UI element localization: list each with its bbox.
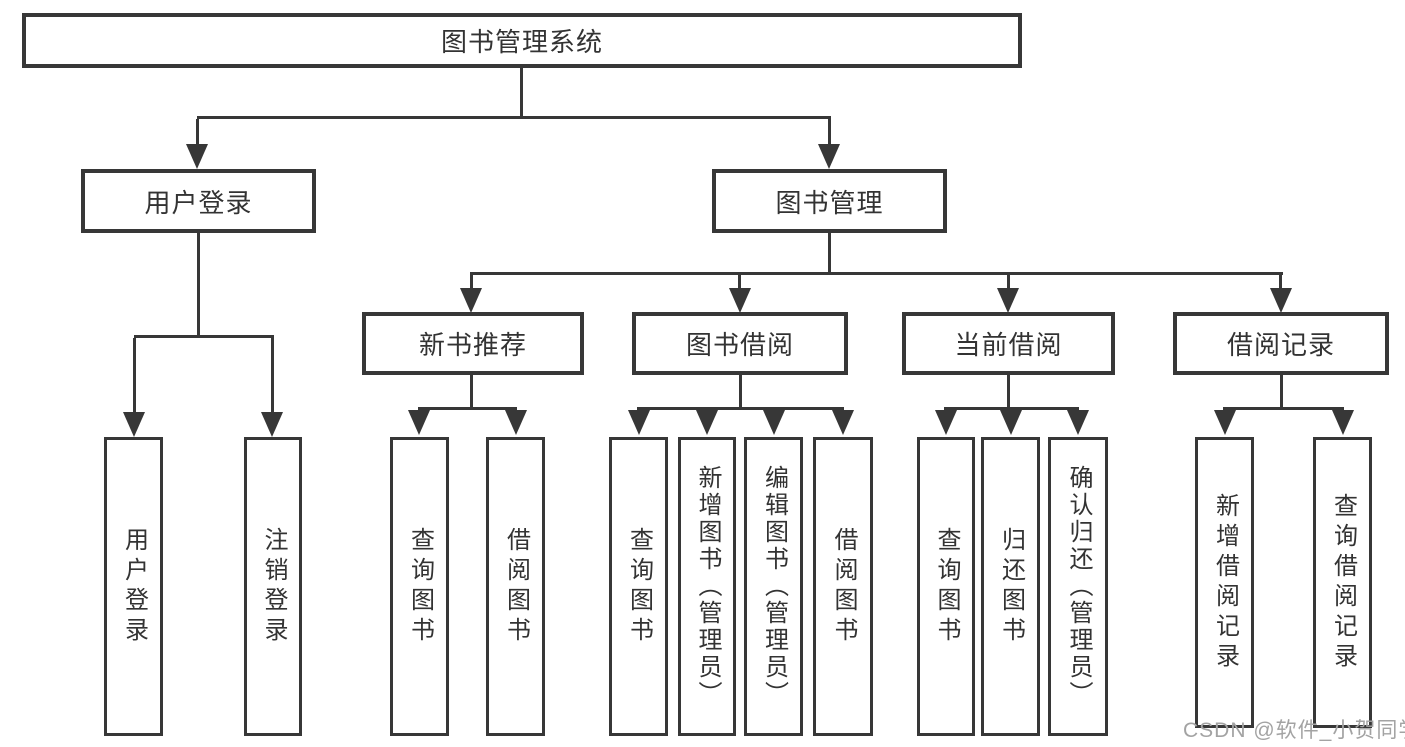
connector-line bbox=[738, 275, 741, 289]
node-borrowing-records-label: 借阅记录 bbox=[1226, 330, 1335, 360]
node-leaf-query-borrow-record: 查询借阅记录 bbox=[1313, 437, 1372, 728]
arrowhead bbox=[408, 410, 430, 435]
arrowhead bbox=[460, 288, 482, 313]
node-book-management: 图书管理 bbox=[712, 169, 947, 233]
connector-line bbox=[1007, 275, 1010, 289]
arrowhead bbox=[1000, 410, 1022, 435]
connector-line bbox=[418, 407, 517, 410]
connector-line bbox=[1280, 375, 1283, 407]
node-root: 图书管理系统 bbox=[22, 13, 1022, 68]
node-leaf-add-borrow-record: 新增借阅记录 bbox=[1195, 437, 1254, 728]
connector-line bbox=[520, 68, 523, 119]
node-leaf-query-books-current: 查询图书 bbox=[917, 437, 975, 736]
connector-line bbox=[1007, 375, 1010, 407]
node-leaf-confirm-return-admin-label: 确认归还（管理员） bbox=[1065, 465, 1092, 708]
connector-line bbox=[1223, 407, 1344, 410]
connector-line bbox=[470, 375, 473, 407]
node-leaf-borrow-books-recommend: 借阅图书 bbox=[486, 437, 545, 736]
node-root-label: 图书管理系统 bbox=[440, 27, 603, 57]
connector-line bbox=[470, 272, 1283, 275]
node-leaf-query-borrow-record-label: 查询借阅记录 bbox=[1329, 492, 1357, 673]
arrowhead bbox=[261, 412, 283, 437]
arrowhead bbox=[935, 410, 957, 435]
node-current-borrowing: 当前借阅 bbox=[902, 312, 1115, 375]
node-leaf-user-login: 用户登录 bbox=[104, 437, 163, 736]
arrowhead bbox=[696, 410, 718, 435]
node-leaf-query-books-borrowing-label: 查询图书 bbox=[625, 526, 653, 647]
node-leaf-borrow-books-recommend-label: 借阅图书 bbox=[502, 526, 530, 647]
node-leaf-return-book-label: 归还图书 bbox=[997, 526, 1025, 647]
node-user-login: 用户登录 bbox=[81, 169, 316, 233]
node-new-book-recommendation-label: 新书推荐 bbox=[418, 330, 527, 360]
arrowhead bbox=[628, 410, 650, 435]
arrowhead bbox=[1332, 410, 1354, 435]
node-new-book-recommendation: 新书推荐 bbox=[362, 312, 584, 375]
node-leaf-query-books-recommend-label: 查询图书 bbox=[406, 526, 434, 647]
node-leaf-query-books-recommend: 查询图书 bbox=[390, 437, 449, 736]
node-book-borrowing: 图书借阅 bbox=[632, 312, 848, 375]
node-leaf-confirm-return-admin: 确认归还（管理员） bbox=[1048, 437, 1108, 736]
arrowhead bbox=[123, 412, 145, 437]
connector-line bbox=[470, 275, 473, 289]
node-leaf-user-login-label: 用户登录 bbox=[120, 526, 148, 647]
connector-line bbox=[637, 407, 844, 410]
connector-line bbox=[828, 119, 831, 146]
connector-line bbox=[196, 119, 199, 146]
node-current-borrowing-label: 当前借阅 bbox=[954, 330, 1063, 360]
node-leaf-borrow-books-borrowing-label: 借阅图书 bbox=[830, 526, 857, 647]
arrowhead bbox=[729, 288, 751, 313]
node-leaf-return-book: 归还图书 bbox=[981, 437, 1040, 736]
connector-line bbox=[828, 233, 831, 275]
arrowhead bbox=[1270, 288, 1292, 313]
node-leaf-add-book-admin-label: 新增图书（管理员） bbox=[694, 465, 721, 708]
arrowhead bbox=[1067, 410, 1089, 435]
node-leaf-edit-book-admin-label: 编辑图书（管理员） bbox=[760, 465, 788, 708]
node-leaf-logout-label: 注销登录 bbox=[260, 526, 287, 647]
node-leaf-query-books-borrowing: 查询图书 bbox=[609, 437, 668, 736]
node-borrowing-records: 借阅记录 bbox=[1173, 312, 1389, 375]
node-user-login-label: 用户登录 bbox=[144, 187, 253, 218]
node-leaf-edit-book-admin: 编辑图书（管理员） bbox=[744, 437, 803, 736]
connector-line bbox=[739, 375, 742, 407]
connector-line bbox=[271, 338, 274, 413]
arrowhead bbox=[763, 410, 785, 435]
connector-line bbox=[134, 335, 274, 338]
connector-line bbox=[197, 116, 831, 119]
connector-line bbox=[1279, 275, 1282, 289]
connector-line bbox=[944, 407, 1079, 410]
arrowhead bbox=[186, 144, 208, 169]
node-leaf-add-borrow-record-label: 新增借阅记录 bbox=[1211, 492, 1239, 673]
node-leaf-logout: 注销登录 bbox=[244, 437, 302, 736]
arrowhead bbox=[818, 144, 840, 169]
csdn-watermark: CSDN @软件_小贺同学 bbox=[1183, 719, 1405, 742]
arrowhead bbox=[505, 410, 527, 435]
arrowhead bbox=[997, 288, 1019, 313]
connector-line bbox=[197, 233, 200, 338]
node-book-management-label: 图书管理 bbox=[775, 187, 884, 218]
node-leaf-add-book-admin: 新增图书（管理员） bbox=[678, 437, 736, 736]
arrowhead bbox=[832, 410, 854, 435]
connector-line bbox=[133, 338, 136, 413]
node-leaf-query-books-current-label: 查询图书 bbox=[933, 526, 960, 647]
node-leaf-borrow-books-borrowing: 借阅图书 bbox=[813, 437, 873, 736]
arrowhead bbox=[1214, 410, 1236, 435]
node-book-borrowing-label: 图书借阅 bbox=[685, 330, 794, 360]
